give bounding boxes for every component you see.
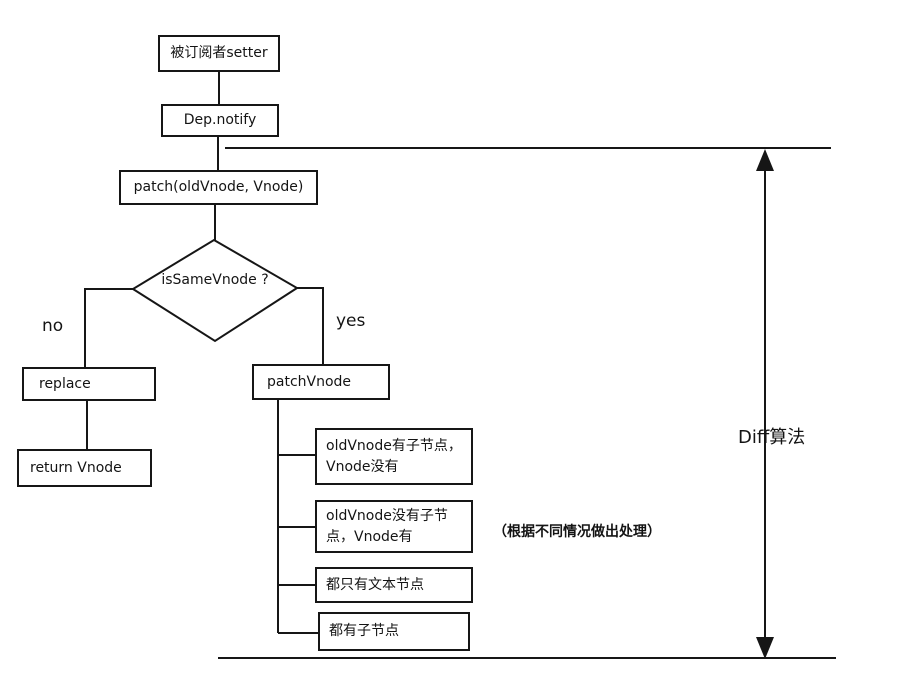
node-setter: 被订阅者setter (158, 35, 280, 72)
node-return-vnode: return Vnode (17, 449, 152, 487)
connector-diamond-replace (84, 288, 133, 367)
node-dep-notify: Dep.notify (161, 104, 279, 137)
diff-arrow-head-down-icon (756, 637, 774, 659)
node-case-both-text: 都只有文本节点 (315, 567, 473, 603)
node-case-both-children: 都有子节点 (318, 612, 470, 651)
edge-label-yes: yes (336, 311, 366, 331)
node-case-old-has-children: oldVnode有子节点，Vnode没有 (315, 428, 473, 485)
diff-arrow-head-up-icon (756, 149, 774, 171)
edge-label-no: no (42, 316, 64, 336)
decision-label: isSameVnode ? (161, 272, 269, 288)
node-replace: replace (22, 367, 156, 401)
node-patchvnode: patchVnode (252, 364, 390, 400)
diff-label: Diff算法 (738, 427, 806, 448)
decision-diamond (131, 238, 299, 343)
node-case-old-no-children: oldVnode没有子节点，Vnode有 (315, 500, 473, 553)
note-label: （根据不同情况做出处理） (493, 524, 661, 540)
node-patch: patch(oldVnode, Vnode) (119, 170, 318, 205)
connector-diamond-patchvnode (297, 287, 324, 364)
